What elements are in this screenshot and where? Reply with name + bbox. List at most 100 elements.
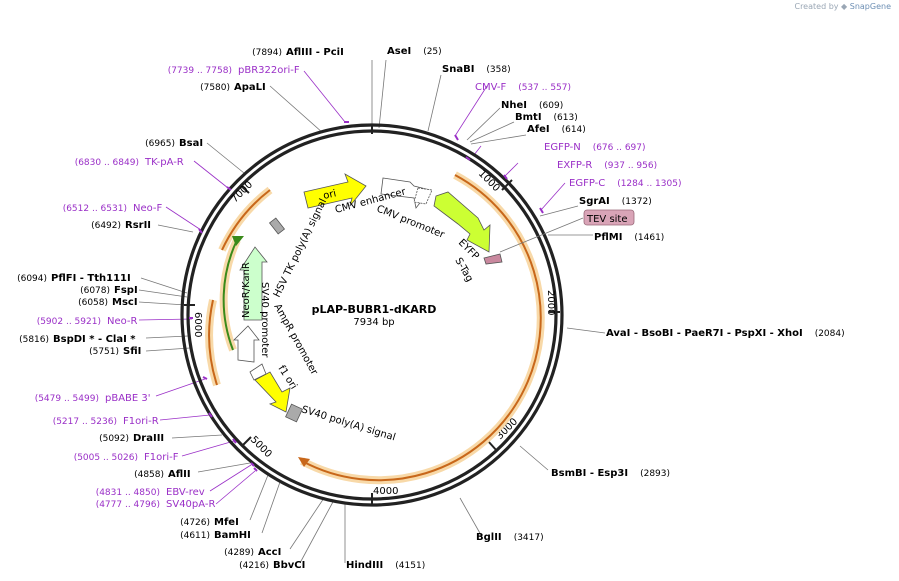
- neokanr-label: NeoR/KanR: [241, 262, 252, 318]
- credit-brand: SnapGene: [849, 2, 891, 11]
- svg-text:pBR322ori-F: pBR322ori-F: [238, 65, 300, 76]
- svg-text:(4831 .. 4850): (4831 .. 4850): [96, 488, 160, 498]
- primer-f1ori-r: (5217 .. 5236) F1ori-R: [53, 416, 159, 427]
- svg-text:(6094): (6094): [17, 274, 47, 284]
- svg-text:BbvCI: BbvCI: [273, 560, 305, 571]
- svg-text:AfeI: AfeI: [527, 124, 550, 135]
- hsv-polya-label: HSV TK poly(A) signal: [272, 197, 329, 299]
- site-snabi: SnaBI (358): [442, 64, 511, 75]
- svg-text:AvaI - BsoBI - PaeR7I - PspXI: AvaI - BsoBI - PaeR7I - PspXI - XhoI: [606, 328, 803, 339]
- svg-text:(2084): (2084): [815, 329, 845, 339]
- eyfp-feature: [433, 191, 491, 253]
- svg-text:(6078): (6078): [80, 286, 110, 296]
- svg-text:AflIII - PciI: AflIII - PciI: [286, 47, 344, 58]
- svg-text:(4611): (4611): [180, 531, 210, 541]
- svg-text:AseI: AseI: [387, 46, 411, 57]
- svg-text:Neo-F: Neo-F: [133, 203, 163, 214]
- svg-text:(937 .. 956): (937 .. 956): [604, 161, 657, 171]
- svg-text:F1ori-R: F1ori-R: [123, 416, 159, 427]
- primer-ebv-rev: (4831 .. 4850) EBV-rev: [96, 487, 205, 498]
- svg-text:(613): (613): [554, 113, 578, 123]
- bubr1-orf-arc: [298, 171, 545, 485]
- site-xhoi-group: AvaI - BsoBI - PaeR7I - PspXI - XhoI (208…: [606, 328, 845, 339]
- primer-neo-r: (5902 .. 5921) Neo-R: [37, 316, 138, 327]
- scale-ticks: [184, 179, 560, 504]
- site-aseI: AseI(25): [387, 46, 442, 57]
- site-bsai: (6965)BsaI: [145, 138, 203, 149]
- svg-text:(4726): (4726): [180, 518, 210, 528]
- svg-text:(6058): (6058): [78, 298, 108, 308]
- ori-label: ori: [322, 188, 337, 202]
- svg-text:F1ori-F: F1ori-F: [144, 452, 179, 463]
- tev-site-label: TEV site: [586, 214, 628, 225]
- svg-text:(5816): (5816): [19, 335, 49, 345]
- svg-text:TK-pA-R: TK-pA-R: [144, 157, 184, 168]
- svg-text:(7739 .. 7758): (7739 .. 7758): [168, 66, 232, 76]
- svg-text:(7580): (7580): [200, 83, 230, 93]
- site-fspi: (6078)FspI: [80, 285, 138, 296]
- svg-text:SnaBI: SnaBI: [442, 64, 474, 75]
- site-mfei: (4726)MfeI: [180, 517, 239, 528]
- svg-text:(5479 .. 5499): (5479 .. 5499): [35, 394, 99, 404]
- site-msci: (6058)MscI: [78, 297, 137, 308]
- svg-text:(5902 .. 5921): (5902 .. 5921): [37, 317, 101, 327]
- svg-text:(614): (614): [562, 125, 586, 135]
- primer-sv40pa-r: (4777 .. 4796)SV40pA-R: [96, 499, 216, 510]
- svg-text:(1461): (1461): [634, 233, 664, 243]
- primer-markers: [189, 121, 544, 472]
- primer-f1ori-f: (5005 .. 5026)F1ori-F: [74, 452, 179, 463]
- tev-site-box: TEV site: [583, 209, 635, 226]
- snapgene-credit: Created by ◆ SnapGene: [794, 2, 891, 11]
- f1ori-feature: [254, 371, 291, 413]
- svg-text:EXFP-R: EXFP-R: [557, 160, 592, 171]
- svg-text:BglII: BglII: [476, 532, 502, 543]
- sv40-promoter-feature: [233, 325, 260, 363]
- svg-text:(358): (358): [486, 65, 510, 75]
- site-pflmi: PflMI(1461): [594, 232, 664, 243]
- site-rsrii: (6492) RsrII: [91, 220, 151, 231]
- site-bglii: BglII(3417): [476, 532, 544, 543]
- restriction-sites: (7894)AflIII - PciI AseI(25) SnaBI(358) …: [17, 46, 845, 571]
- svg-text:EGFP-N: EGFP-N: [544, 142, 581, 153]
- primers: (7739 .. 7758)pBR322ori-F CMV-F(537 .. 5…: [35, 65, 682, 510]
- tick-6000: 6000: [192, 312, 203, 337]
- svg-text:(5217 .. 5236): (5217 .. 5236): [53, 417, 117, 427]
- primer-neo-f: (6512 .. 6531) Neo-F: [63, 203, 163, 214]
- svg-text:RsrII: RsrII: [125, 220, 151, 231]
- neokanr-feature: [239, 246, 268, 321]
- site-apali: (7580)ApaLI: [200, 82, 266, 93]
- svg-text:(5751): (5751): [89, 347, 119, 357]
- svg-text:Neo-R: Neo-R: [107, 316, 138, 327]
- site-bmti: BmtI (613): [515, 112, 578, 123]
- svg-text:BamHI: BamHI: [214, 530, 251, 541]
- svg-text:AflII: AflII: [168, 469, 191, 480]
- svg-text:(609): (609): [539, 101, 563, 111]
- sv40-promoter-label: SV40 promoter: [259, 282, 270, 358]
- neo-orf-arc: [205, 186, 273, 387]
- site-clai-group: (5816)BspDI * - ClaI *: [19, 334, 136, 345]
- svg-text:(7894): (7894): [252, 48, 282, 58]
- plasmid-name: pLAP-BUBR1-dKARD: [312, 303, 437, 316]
- primer-leader-lines: [138, 70, 566, 505]
- tick-2000: 2000: [545, 290, 556, 315]
- primer-tk-pa-r: (6830 .. 6849) TK-pA-R: [75, 157, 184, 168]
- svg-text:SfiI: SfiI: [123, 346, 141, 357]
- svg-text:EGFP-C: EGFP-C: [569, 178, 605, 189]
- sv40-polya-label: SV40 poly(A) signal: [300, 404, 397, 443]
- svg-text:(4777 .. 4796): (4777 .. 4796): [96, 500, 160, 510]
- svg-text:EBV-rev: EBV-rev: [166, 487, 205, 498]
- svg-text:(4216): (4216): [239, 561, 269, 571]
- site-acci: (4289)AccI: [224, 547, 281, 558]
- primer-pbabe3: (5479 .. 5499)pBABE 3': [35, 393, 151, 404]
- svg-text:(2893): (2893): [640, 469, 670, 479]
- svg-text:BsmBI - Esp3I: BsmBI - Esp3I: [551, 468, 628, 479]
- svg-text:(6512 .. 6531): (6512 .. 6531): [63, 204, 127, 214]
- svg-text:(6830 .. 6849): (6830 .. 6849): [75, 158, 139, 168]
- svg-text:PflFI - Tth111I: PflFI - Tth111I: [51, 273, 131, 284]
- primer-exfp-r: EXFP-R (937 .. 956): [557, 160, 657, 171]
- svg-text:BmtI: BmtI: [515, 112, 542, 123]
- site-aflii: (4858)AflII: [134, 469, 190, 480]
- svg-text:(6492): (6492): [91, 221, 121, 231]
- svg-text:SgrAI: SgrAI: [579, 196, 610, 207]
- hsv-polya-feature: [268, 217, 286, 235]
